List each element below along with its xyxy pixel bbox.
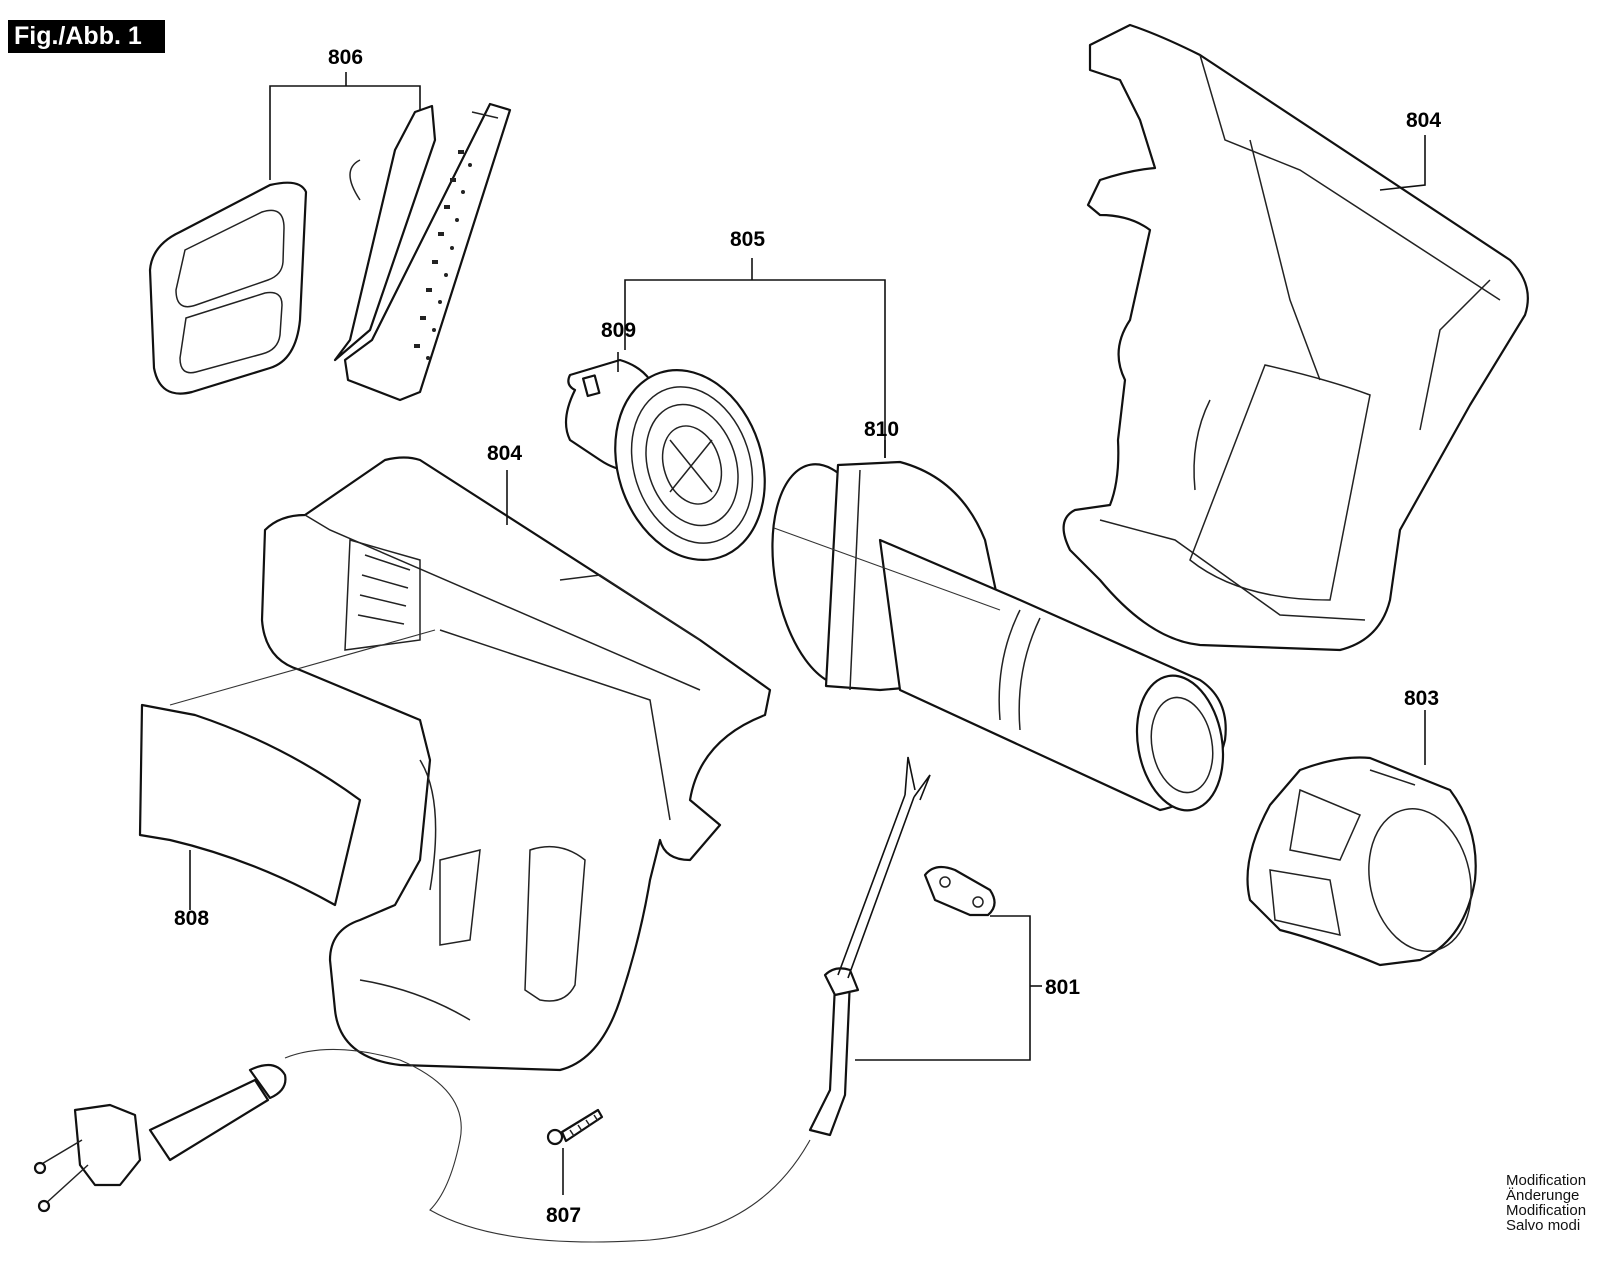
callout-809: 809	[601, 319, 636, 342]
callout-804-top: 804	[1406, 109, 1441, 132]
part-housing-half-rear	[1062, 23, 1529, 652]
power-cord	[284, 1048, 811, 1243]
callout-805: 805	[730, 228, 765, 251]
notice-line: Modification	[1506, 1173, 1587, 1189]
callout-810: 810	[864, 418, 899, 441]
part-circuit-board	[333, 102, 512, 402]
leader-lines	[189, 72, 1426, 1195]
callout-806: 806	[328, 46, 363, 69]
part-nameplate	[138, 703, 362, 907]
callout-803: 803	[1404, 687, 1439, 710]
callout-808: 808	[174, 907, 209, 930]
part-nozzle-cap	[1246, 756, 1477, 967]
callout-804-main: 804	[487, 442, 522, 465]
figure-label: Fig./Abb. 1	[8, 20, 165, 53]
part-fan-motor	[564, 358, 766, 561]
part-housing-half-main	[169, 456, 772, 1072]
notice-line: Modification	[1506, 1202, 1587, 1219]
part-cable-strain-relief	[808, 756, 931, 1137]
part-cable-clamp	[923, 865, 996, 917]
part-heating-tube	[771, 460, 1227, 812]
part-screw	[546, 1108, 604, 1146]
part-power-plug	[33, 1063, 287, 1213]
notice-line: Salvo modi	[1506, 1217, 1581, 1234]
part-rear-cover	[148, 181, 308, 395]
modification-notice: Modification Änderunge Modification Salv…	[1506, 1173, 1600, 1263]
circuit-board-components	[414, 150, 472, 360]
notice-line: Änderunge	[1506, 1187, 1580, 1204]
callout-801: 801	[1045, 976, 1080, 999]
callout-807: 807	[546, 1204, 581, 1227]
